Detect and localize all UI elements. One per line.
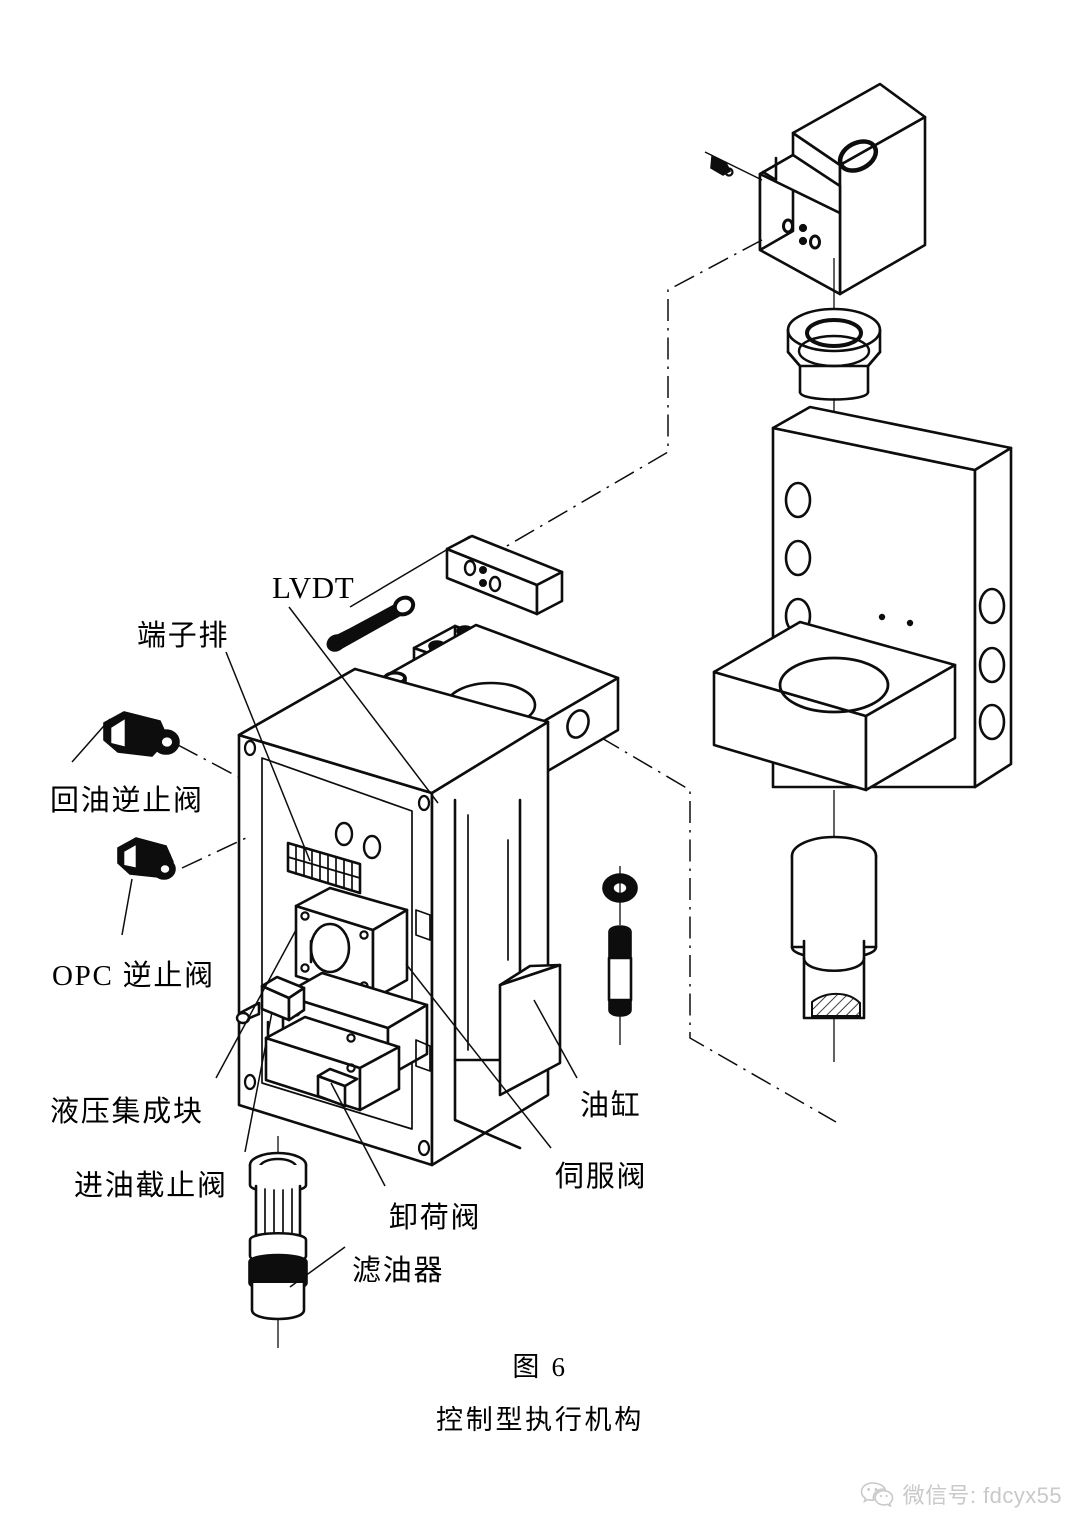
- wechat-icon: [860, 1482, 893, 1507]
- figure-number: 图 6: [512, 1352, 568, 1382]
- lvdt-top-mounting-plate: [445, 534, 564, 616]
- return-oil-check-valve: [103, 711, 180, 757]
- label-inlet-shutoff-valve: 进油截止阀: [74, 1170, 228, 1202]
- label-oil-filter: 滤油器: [352, 1255, 445, 1287]
- label-lvdt: LVDT: [272, 570, 355, 605]
- assembly-path-upper: [451, 239, 763, 579]
- lvdt-connecting-rod: [326, 595, 416, 652]
- oil-filter-cartridge: [248, 1136, 308, 1348]
- label-opc-check-valve: OPC 逆止阀: [52, 960, 215, 992]
- terminal-block: [286, 841, 362, 895]
- assembly-path-check-valve-1: [177, 744, 247, 782]
- watermark-text: 微信号: fdcyx55: [902, 1483, 1062, 1508]
- assembly-path-right: [599, 736, 837, 1123]
- assembly-path-check-valve-2: [181, 837, 247, 869]
- opc-check-valve: [117, 837, 176, 880]
- label-oil-cylinder: 油缸: [580, 1090, 642, 1122]
- label-return-check-valve: 回油逆止阀: [50, 785, 204, 817]
- hydraulic-manifold-block: [235, 971, 429, 1112]
- figure-title: 控制型执行机构: [436, 1405, 644, 1435]
- label-terminal-strip: 端子排: [137, 620, 230, 652]
- solenoid-valve-block: [704, 82, 927, 296]
- oil-cylinder: [453, 798, 562, 1150]
- piston-rod: [790, 835, 878, 1062]
- washer: [602, 866, 638, 925]
- leader-lines: [71, 535, 578, 1288]
- label-servo-valve: 伺服阀: [555, 1161, 648, 1193]
- seal-bushing: [786, 258, 882, 401]
- hex-bolt: [607, 925, 633, 1045]
- label-hydraulic-manifold: 液压集成块: [50, 1096, 204, 1128]
- label-unloading-valve: 卸荷阀: [389, 1202, 482, 1234]
- l-mounting-bracket: [712, 405, 1013, 792]
- wechat-watermark: 微信号: fdcyx55: [860, 1478, 1062, 1510]
